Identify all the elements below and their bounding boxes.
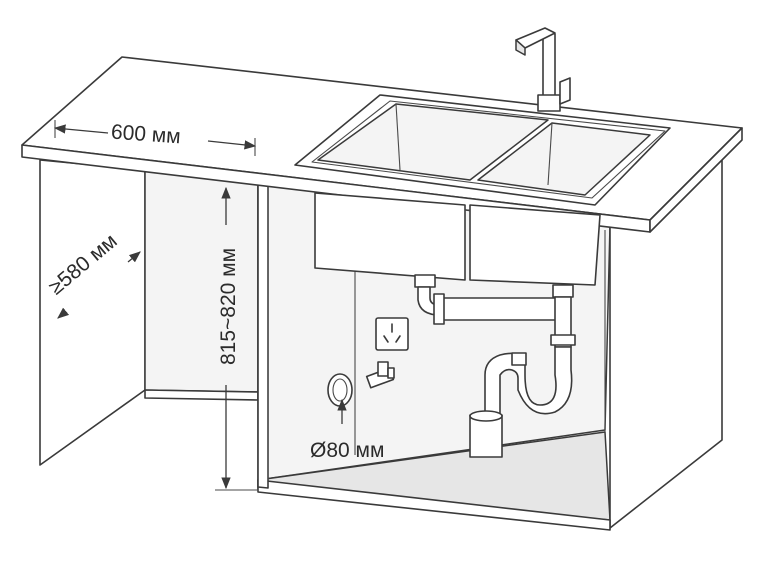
faucet-icon — [515, 27, 571, 112]
height-label: 815~820 мм — [217, 247, 241, 366]
width-dimension-line — [53, 120, 257, 156]
height-dimension-line — [215, 186, 258, 491]
width-label: 600 мм — [110, 120, 182, 149]
drain-plumbing — [414, 274, 576, 458]
cabinet-left-panel — [39, 159, 259, 466]
depth-dimension-line — [57, 251, 141, 319]
water-valve-icon — [365, 361, 395, 389]
sink-top — [294, 94, 671, 206]
drain-hole-label: Ø80 мм — [310, 439, 385, 462]
sink-bowls-underside — [314, 192, 601, 286]
drain-hole — [327, 373, 353, 424]
power-outlet-icon — [375, 317, 409, 351]
